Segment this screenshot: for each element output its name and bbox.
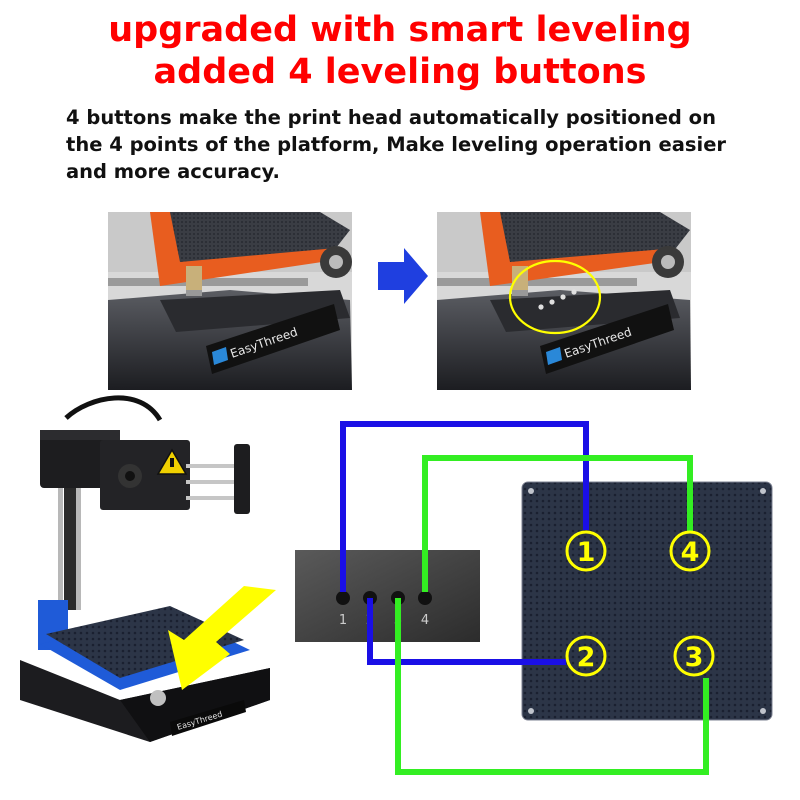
printer-image: EasyThreed [20, 395, 270, 742]
description-line-3: and more accuracy. [66, 160, 280, 183]
headline-line-2: added 4 leveling buttons [153, 52, 647, 92]
panel-label-1: 1 [339, 613, 347, 628]
leveling-point-3: 3 [673, 635, 715, 677]
point-label-3: 3 [685, 642, 704, 673]
leveling-point-4: 4 [669, 530, 711, 572]
wire-button-4 [422, 455, 693, 592]
closeup-photo-after: EasyThreed [437, 212, 691, 390]
right-arrow-icon [378, 248, 428, 304]
hazard-warning-icon [156, 448, 188, 475]
yellow-pointer-arrow-icon [168, 586, 276, 690]
wires [340, 421, 709, 775]
point-label-1: 1 [577, 537, 596, 568]
wire-button-3 [395, 598, 709, 775]
description: 4 buttons make the print head automatica… [66, 104, 746, 185]
point-label-4: 4 [681, 537, 700, 568]
closeup-leveling-buttons [538, 289, 577, 310]
wire-button-1 [340, 421, 589, 592]
build-plate [521, 481, 773, 721]
description-line-2: the 4 points of the platform, Make level… [66, 133, 727, 156]
description-line-1: 4 buttons make the print head automatica… [66, 106, 716, 129]
leveling-point-2: 2 [565, 635, 607, 677]
point-label-2: 2 [577, 642, 596, 673]
wire-button-2 [367, 598, 566, 665]
highlight-circle [508, 259, 602, 335]
panel-label-4: 4 [421, 613, 429, 628]
headline-line-1: upgraded with smart leveling [108, 10, 692, 50]
leveling-point-1: 1 [565, 530, 607, 572]
closeup-photo-before: EasyThreed [108, 212, 352, 390]
button-panel: 1 2 3 4 [295, 550, 480, 642]
